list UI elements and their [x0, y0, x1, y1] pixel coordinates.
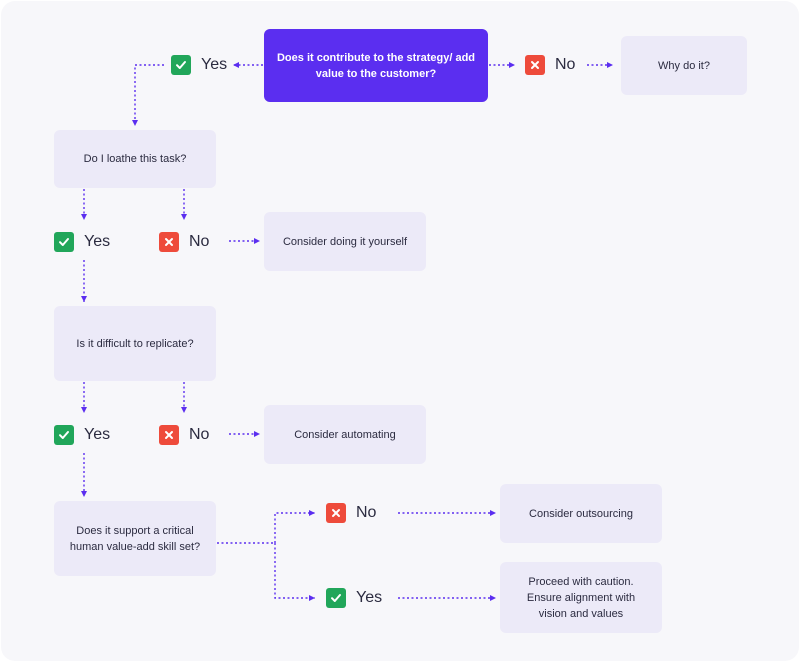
proceed-caution-box: Proceed with caution. Ensure alignment w… — [500, 562, 662, 633]
answer-yes-1: Yes — [171, 54, 227, 76]
answer-no-1: No — [525, 54, 575, 76]
consider-automating-box: Consider automating — [264, 405, 426, 464]
connector-q4-no — [274, 510, 315, 543]
answer-no-2: No — [159, 231, 209, 253]
answer-no-label: No — [189, 426, 210, 443]
answer-no-label: No — [189, 233, 210, 250]
answer-yes-label: Yes — [201, 56, 228, 73]
answer-yes-label: Yes — [84, 233, 111, 250]
consider-outsourcing-text: Consider outsourcing — [529, 507, 633, 520]
answer-no-3: No — [159, 424, 209, 446]
question-strategy-box: Does it contribute to the strategy/ add … — [264, 29, 488, 102]
answer-no-label: No — [356, 504, 377, 521]
connector-q4-yes — [274, 543, 315, 601]
why-do-it-box: Why do it? — [621, 36, 747, 95]
answer-yes-label: Yes — [84, 426, 111, 443]
answer-yes-label: Yes — [356, 589, 383, 606]
question-loathe-text: Do I loathe this task? — [83, 153, 187, 165]
consider-diy-text: Consider doing it yourself — [282, 235, 408, 248]
question-skill-text: Does it support a critical human value-a… — [69, 524, 201, 553]
question-replicate-box: Is it difficult to replicate? — [54, 306, 216, 381]
question-replicate-text: Is it difficult to replicate? — [76, 337, 194, 350]
consider-outsourcing-box: Consider outsourcing — [500, 484, 662, 543]
check-icon — [326, 588, 346, 608]
connector-yes1-q2 — [132, 64, 164, 126]
check-icon — [54, 232, 74, 252]
answer-yes-3: Yes — [54, 424, 110, 446]
cross-icon — [159, 425, 179, 445]
why-do-it-text: Why do it? — [658, 59, 710, 72]
consider-diy-box: Consider doing it yourself — [264, 212, 426, 271]
answer-no-label: No — [555, 56, 576, 73]
cross-icon — [525, 55, 545, 75]
question-loathe-box: Do I loathe this task? — [54, 130, 216, 188]
check-icon — [54, 425, 74, 445]
answer-yes-4: Yes — [326, 587, 382, 609]
cross-icon — [159, 232, 179, 252]
proceed-caution-text: Proceed with caution. Ensure alignment w… — [526, 575, 636, 620]
question-strategy-text: Does it contribute to the strategy/ add … — [276, 51, 476, 80]
cross-icon — [326, 503, 346, 523]
answer-no-4: No — [326, 502, 376, 524]
check-icon — [171, 55, 191, 75]
question-skill-box: Does it support a critical human value-a… — [54, 501, 216, 576]
consider-automating-text: Consider automating — [294, 428, 396, 441]
answer-yes-2: Yes — [54, 231, 110, 253]
